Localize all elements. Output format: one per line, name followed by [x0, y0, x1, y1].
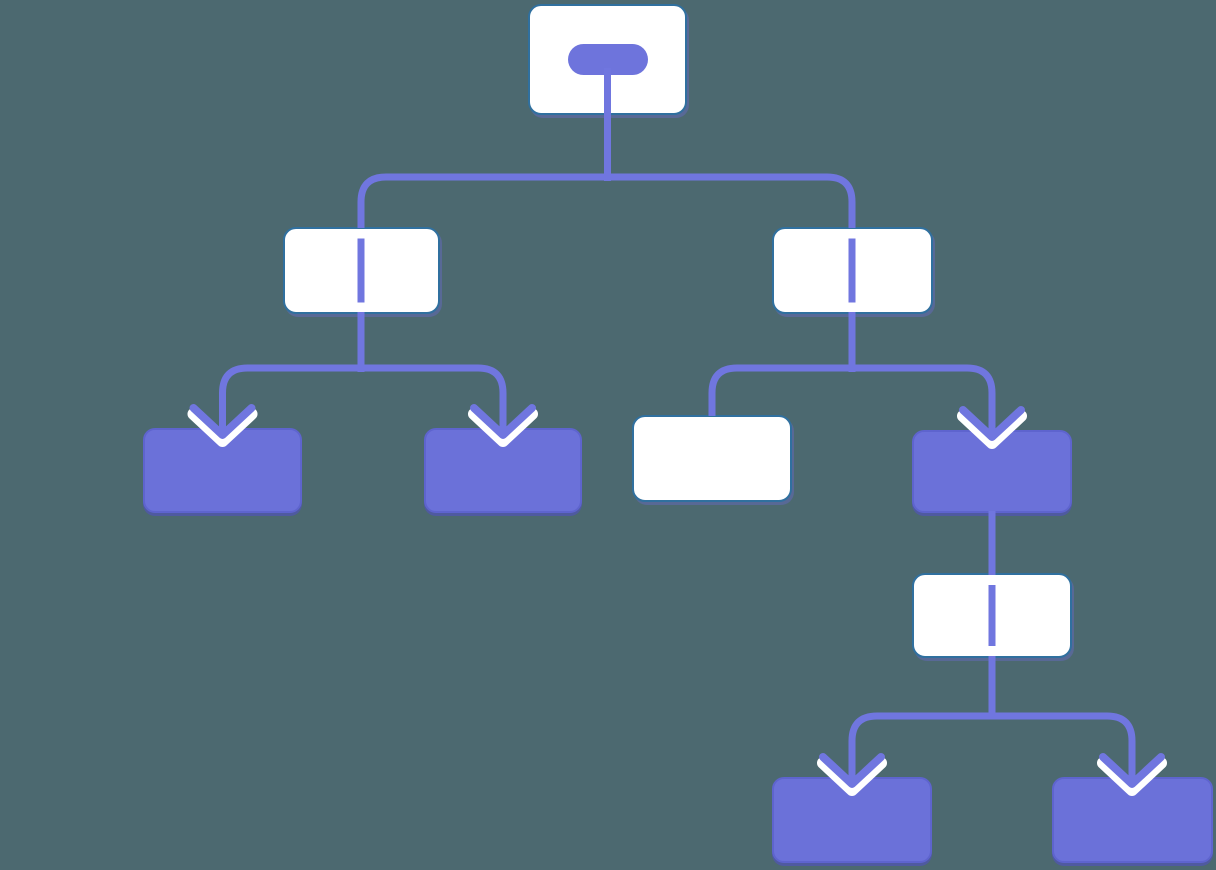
node-root[interactable]: [528, 4, 687, 115]
node-leaf-c[interactable]: [772, 777, 932, 863]
node-branch-left[interactable]: [283, 227, 440, 314]
node-child-white[interactable]: [632, 415, 792, 502]
node-branch-lower[interactable]: [912, 573, 1072, 658]
node-leaf-d[interactable]: [1052, 777, 1213, 863]
root-pill-icon: [567, 44, 648, 75]
node-mid-purple[interactable]: [912, 430, 1072, 513]
node-branch-right[interactable]: [772, 227, 933, 314]
connector-rail-4: [848, 712, 1136, 784]
node-leaf-a[interactable]: [143, 428, 302, 513]
connector-rail-2: [219, 364, 507, 435]
node-leaf-b[interactable]: [424, 428, 582, 513]
connector-rail-1: [357, 173, 856, 228]
